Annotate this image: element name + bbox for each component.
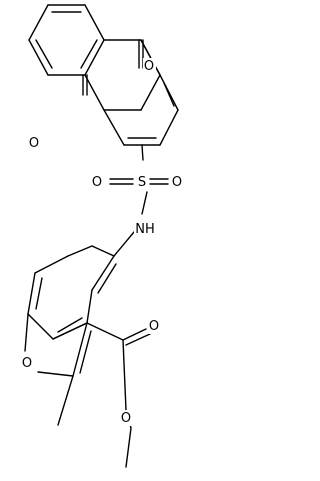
atom-o-top: O (143, 58, 156, 74)
atom-s-sulfonyl-label: S (138, 175, 146, 190)
atom-o-furan-label: O (22, 356, 32, 371)
atom-o-ester: O (120, 410, 133, 426)
atom-o-sulfonyl-left: O (91, 174, 104, 190)
atom-o-sulfonyl-right: O (171, 174, 184, 190)
atom-nh-label: NH (135, 222, 155, 237)
bond-lines (24, 4, 179, 468)
atom-nh: NH (134, 221, 157, 237)
atom-o-furan: O (21, 355, 34, 371)
atom-o-sulfonyl-right-label: O (172, 175, 182, 190)
atom-labels: O O S O O NH O O (21, 58, 184, 426)
atom-o-sulfonyl-left-label: O (92, 175, 102, 190)
atom-o-left: O (28, 135, 41, 151)
atom-o-ester-carbonyl: O (148, 318, 161, 334)
atom-o-top-label: O (144, 59, 154, 74)
atom-s-sulfonyl: S (136, 174, 149, 190)
atom-o-ester-carbonyl-label: O (149, 319, 159, 334)
atom-o-left-label: O (29, 136, 39, 151)
molecule-structure: O O S O O NH O O (21, 4, 184, 468)
atom-o-ester-label: O (121, 411, 131, 426)
